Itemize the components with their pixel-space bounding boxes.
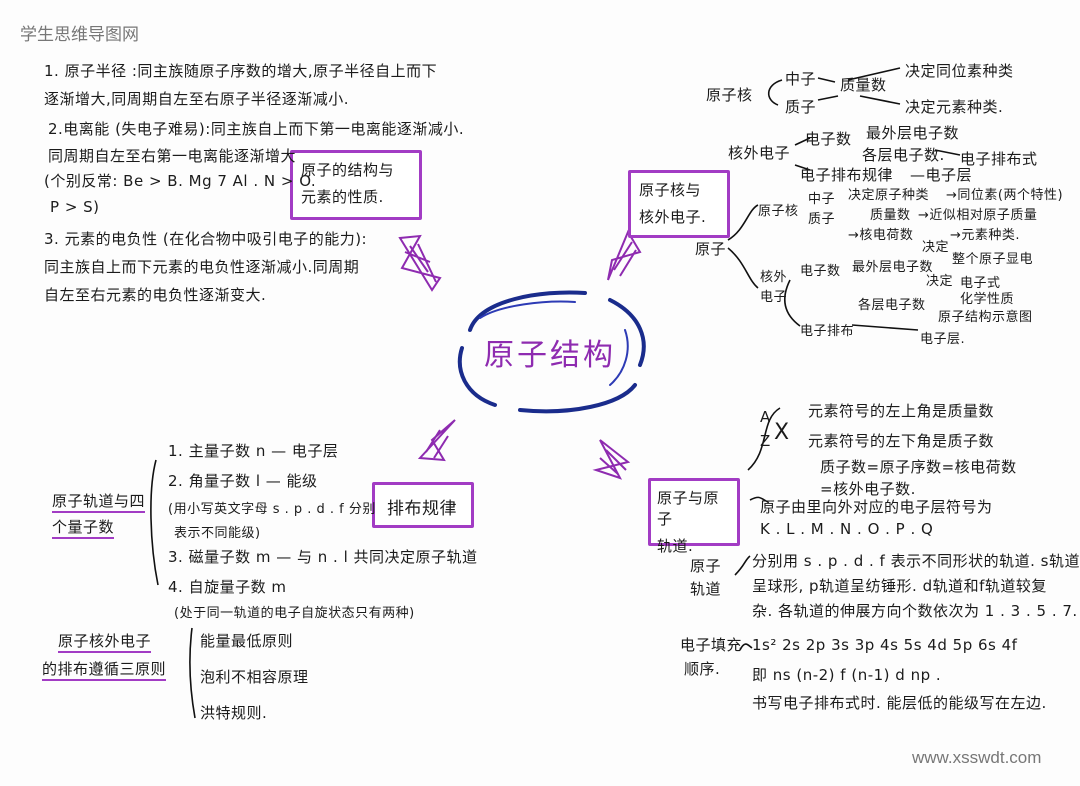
nucleus-box-line-1: 原子核与 xyxy=(639,181,702,199)
atom-outer-label: 核外 xyxy=(760,270,788,285)
nature-line-7: 3. 元素的电负性 (在化合物中吸引电子的能力): xyxy=(44,230,368,248)
rules-box: 排布规律 xyxy=(372,482,474,528)
orbital-box-line-1: 原子与原子 xyxy=(657,489,720,528)
orbit-line-1: 分别用 s . p . d . f 表示不同形状的轨道. s轨道 xyxy=(752,552,1080,570)
atom-outer-label-2: 电子 xyxy=(760,290,788,305)
atom-e-count: 电子数 xyxy=(800,264,841,279)
layers-symbols: K . L . M . N . O . P . Q xyxy=(760,520,934,538)
az-line-2: 元素符号的左下角是质子数 xyxy=(808,432,995,450)
nucleus-box: 原子核与 核外电子. xyxy=(628,170,730,238)
site-name-watermark: 学生思维导图网 xyxy=(20,25,139,44)
config-label: 电子排布式 xyxy=(960,150,1038,168)
nucleus-brackets xyxy=(150,67,961,719)
az-line-4: =核外电子数. xyxy=(820,480,916,498)
orbit-line-3: 杂. 各轨道的伸展方向个数依次为 1 . 3 . 5 . 7. xyxy=(752,602,1078,620)
orbit-label-1: 原子 xyxy=(690,557,722,575)
quantum-2-note-2: 表示不同能级) xyxy=(174,526,261,541)
each-count: 各层电子数. xyxy=(862,146,945,164)
electron-count: 电子数 xyxy=(805,130,852,148)
nature-line-1: 1. 原子半径 :同主族随原子序数的增大,原子半径自上而下 xyxy=(44,62,438,80)
nature-line-6: P > S) xyxy=(50,198,100,216)
nature-line-2: 逐渐增大,同周期自左至右原子半径逐渐减小. xyxy=(44,90,350,108)
proton-label: 质子 xyxy=(785,98,817,116)
atom-e-outer: 最外层电子数 xyxy=(852,260,934,275)
atom-e-chem: 化学性质 xyxy=(960,292,1015,307)
atom-n6: →元素种类. xyxy=(950,228,1021,243)
mass-number: 质量数 xyxy=(840,76,887,94)
atom-n1: 决定原子种类 xyxy=(848,188,930,203)
quantum-label-1: 原子轨道与四 xyxy=(52,490,146,513)
atom-e-each: 各层电子数 xyxy=(858,298,926,313)
atom-e-formula: 电子式 xyxy=(960,276,1001,291)
az-line-1: 元素符号的左上角是质量数 xyxy=(808,402,995,420)
atom-label: 原子 xyxy=(695,240,727,258)
orbit-label-2: 轨道 xyxy=(690,580,722,598)
orbital-box: 原子与原子 轨道. xyxy=(648,478,740,555)
atom-n4: →近似相对原子质量 xyxy=(918,208,1038,223)
nucleus-label: 原子核 xyxy=(706,86,753,104)
fill-line-3: 书写电子排布式时. 能层低的能级写在左边. xyxy=(752,694,1047,712)
nature-box-line-2: 元素的性质. xyxy=(301,188,384,206)
center-title: 原子结构 xyxy=(484,338,616,373)
atom-e-diagram: 原子结构示意图 xyxy=(938,310,1033,325)
quantum-4-note: (处于同一轨道的电子自旋状态只有两种) xyxy=(174,606,415,621)
nature-line-3: 2.电离能 (失电子难易):同主族自上而下第一电离能逐渐减小. xyxy=(48,120,465,138)
outer-count: 最外层电子数 xyxy=(866,124,960,142)
quantum-2: 2. 角量子数 l — 能级 xyxy=(168,472,318,490)
quantum-3: 3. 磁量子数 m — 与 n . l 共同决定原子轨道 xyxy=(168,548,478,566)
az-z: Z xyxy=(760,432,771,450)
rules-box-label: 排布规律 xyxy=(387,499,457,519)
quantum-label-2: 个量子数 xyxy=(52,516,115,539)
atom-n5: →核电荷数 xyxy=(848,228,914,243)
nature-line-5: (个别反常: Be > B. Mg 7 Al . N > O. xyxy=(44,172,317,190)
nature-line-4: 同周期自左至右第一电离能逐渐增大 xyxy=(48,147,297,165)
atom-neutron: 中子 xyxy=(808,192,836,207)
fill-line-2: 即 ns (n-2) f (n-1) d np . xyxy=(752,666,942,684)
isotope-note: 决定同位素种类 xyxy=(905,62,1014,80)
az-x: X xyxy=(774,420,790,445)
nature-line-8: 同主族自上而下元素的电负性逐渐减小.同周期 xyxy=(44,258,360,276)
hatched-arrows xyxy=(398,229,642,480)
principle-2: 泡利不相容原理 xyxy=(200,668,309,686)
neutron-label: 中子 xyxy=(785,70,817,88)
nature-line-9: 自左至右元素的电负性逐渐变大. xyxy=(44,286,267,304)
atom-e-layer: 电子层. xyxy=(920,332,966,347)
atom-e-decide: 决定 xyxy=(926,274,954,289)
element-note: 决定元素种类. xyxy=(905,98,1004,116)
principle-1: 能量最低原则 xyxy=(200,632,294,650)
quantum-4: 4. 自旋量子数 m xyxy=(168,578,287,596)
fill-line-1: 1s² 2s 2p 3s 3p 4s 5s 4d 5p 6s 4f xyxy=(752,636,1018,654)
nature-box-line-1: 原子的结构与 xyxy=(301,161,395,179)
atom-nucleus: 原子核 xyxy=(758,204,799,219)
layers-title: 原子由里向外对应的电子层符号为 xyxy=(760,498,993,516)
atom-e-whole: 整个原子显电 xyxy=(952,252,1034,267)
atom-n3: 质量数 xyxy=(870,208,911,223)
atom-n2: →同位素(两个特性) xyxy=(946,188,1064,203)
orbital-box-line-2: 轨道. xyxy=(657,537,694,555)
url-watermark: www.xsswdt.com xyxy=(912,748,1042,767)
az-line-3: 质子数=原子序数=核电荷数 xyxy=(820,458,1017,476)
principle-3: 洪特规则. xyxy=(200,704,268,722)
center-swirl xyxy=(457,290,646,414)
az-a: A xyxy=(760,408,771,426)
rule-label: 电子排布规律 xyxy=(800,166,894,184)
layer-label: —电子层 xyxy=(910,166,973,184)
orbit-line-2: 呈球形, p轨道呈纺锤形. d轨道和f轨道较复 xyxy=(752,577,1047,595)
nucleus-box-line-2: 核外电子. xyxy=(639,208,707,226)
principle-label-2: 的排布遵循三原则 xyxy=(42,658,167,681)
atom-decide: 决定 xyxy=(922,240,950,255)
quantum-2-note-1: (用小写英文字母 s . p . d . f 分别 xyxy=(168,502,376,517)
atom-e-arr: 电子排布 xyxy=(800,324,855,339)
fill-label-2: 顺序. xyxy=(684,660,721,678)
atom-proton: 质子 xyxy=(808,212,836,227)
principle-label-1: 原子核外电子 xyxy=(58,630,152,653)
quantum-1: 1. 主量子数 n — 电子层 xyxy=(168,442,339,460)
nature-box: 原子的结构与 元素的性质. xyxy=(290,150,422,220)
center-node: 原子结构 xyxy=(455,300,645,410)
outer-electron-label: 核外电子 xyxy=(728,144,791,162)
fill-label-1: 电子填充 xyxy=(680,636,743,654)
